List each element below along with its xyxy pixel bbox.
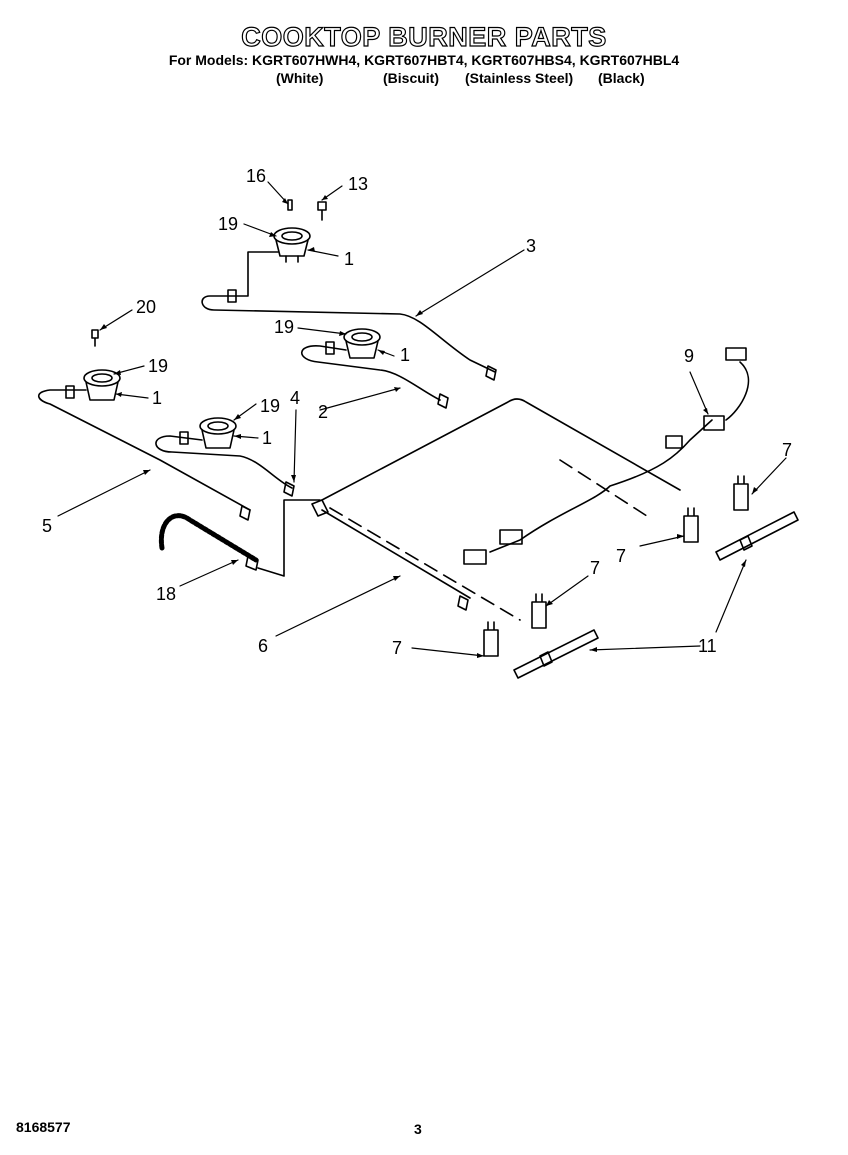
callout-13: 13 bbox=[348, 174, 368, 194]
callout-1-d: 1 bbox=[262, 428, 272, 448]
callout-19-a: 19 bbox=[218, 214, 238, 234]
page-title: COOKTOP BURNER PARTS bbox=[241, 21, 607, 52]
part-number: 8168577 bbox=[16, 1119, 71, 1135]
callout-9: 9 bbox=[684, 346, 694, 366]
ignitor-electrodes bbox=[483, 475, 749, 657]
callout-7-d: 7 bbox=[392, 638, 402, 658]
callout-19-d: 19 bbox=[260, 396, 280, 416]
models-line: For Models: KGRT607HWH4, KGRT607HBT4, KG… bbox=[168, 52, 680, 68]
burner-front-left bbox=[83, 329, 121, 401]
leader-lines bbox=[57, 181, 787, 657]
burner-support-brackets bbox=[513, 511, 799, 679]
callout-20: 20 bbox=[136, 297, 156, 317]
callout-19-b: 19 bbox=[148, 356, 168, 376]
burner-rear-right bbox=[343, 328, 381, 359]
callout-7-a: 7 bbox=[782, 440, 792, 460]
callout-6: 6 bbox=[258, 636, 268, 656]
finish-biscuit: (Biscuit) bbox=[383, 70, 439, 86]
callout-1-c: 1 bbox=[400, 345, 410, 365]
burner-tube-rear-right bbox=[300, 345, 441, 401]
igniter-harness bbox=[489, 361, 750, 553]
callout-4: 4 bbox=[290, 388, 300, 408]
callout-2: 2 bbox=[318, 402, 328, 422]
callout-7-c: 7 bbox=[590, 558, 600, 578]
callout-19-c: 19 bbox=[274, 317, 294, 337]
callout-3: 3 bbox=[526, 236, 536, 256]
callout-1-a: 1 bbox=[344, 249, 354, 269]
callout-1-b: 1 bbox=[152, 388, 162, 408]
finish-white: (White) bbox=[276, 70, 324, 86]
flex-gas-line bbox=[158, 513, 259, 563]
burner-tube-front-right bbox=[155, 435, 293, 489]
manifold-frame bbox=[321, 398, 681, 599]
callout-7-b: 7 bbox=[616, 546, 626, 566]
callout-5: 5 bbox=[42, 516, 52, 536]
callout-16: 16 bbox=[246, 166, 266, 186]
callout-18: 18 bbox=[156, 584, 176, 604]
finish-stainless: (Stainless Steel) bbox=[465, 70, 574, 86]
callout-11: 11 bbox=[698, 636, 717, 656]
burner-front-right bbox=[199, 417, 237, 449]
finish-black: (Black) bbox=[598, 70, 645, 86]
page-number: 3 bbox=[414, 1121, 422, 1137]
burner-tube-front-left bbox=[37, 389, 251, 511]
burner-tube-rear-left bbox=[201, 251, 496, 373]
burner-rear-left bbox=[273, 199, 327, 263]
